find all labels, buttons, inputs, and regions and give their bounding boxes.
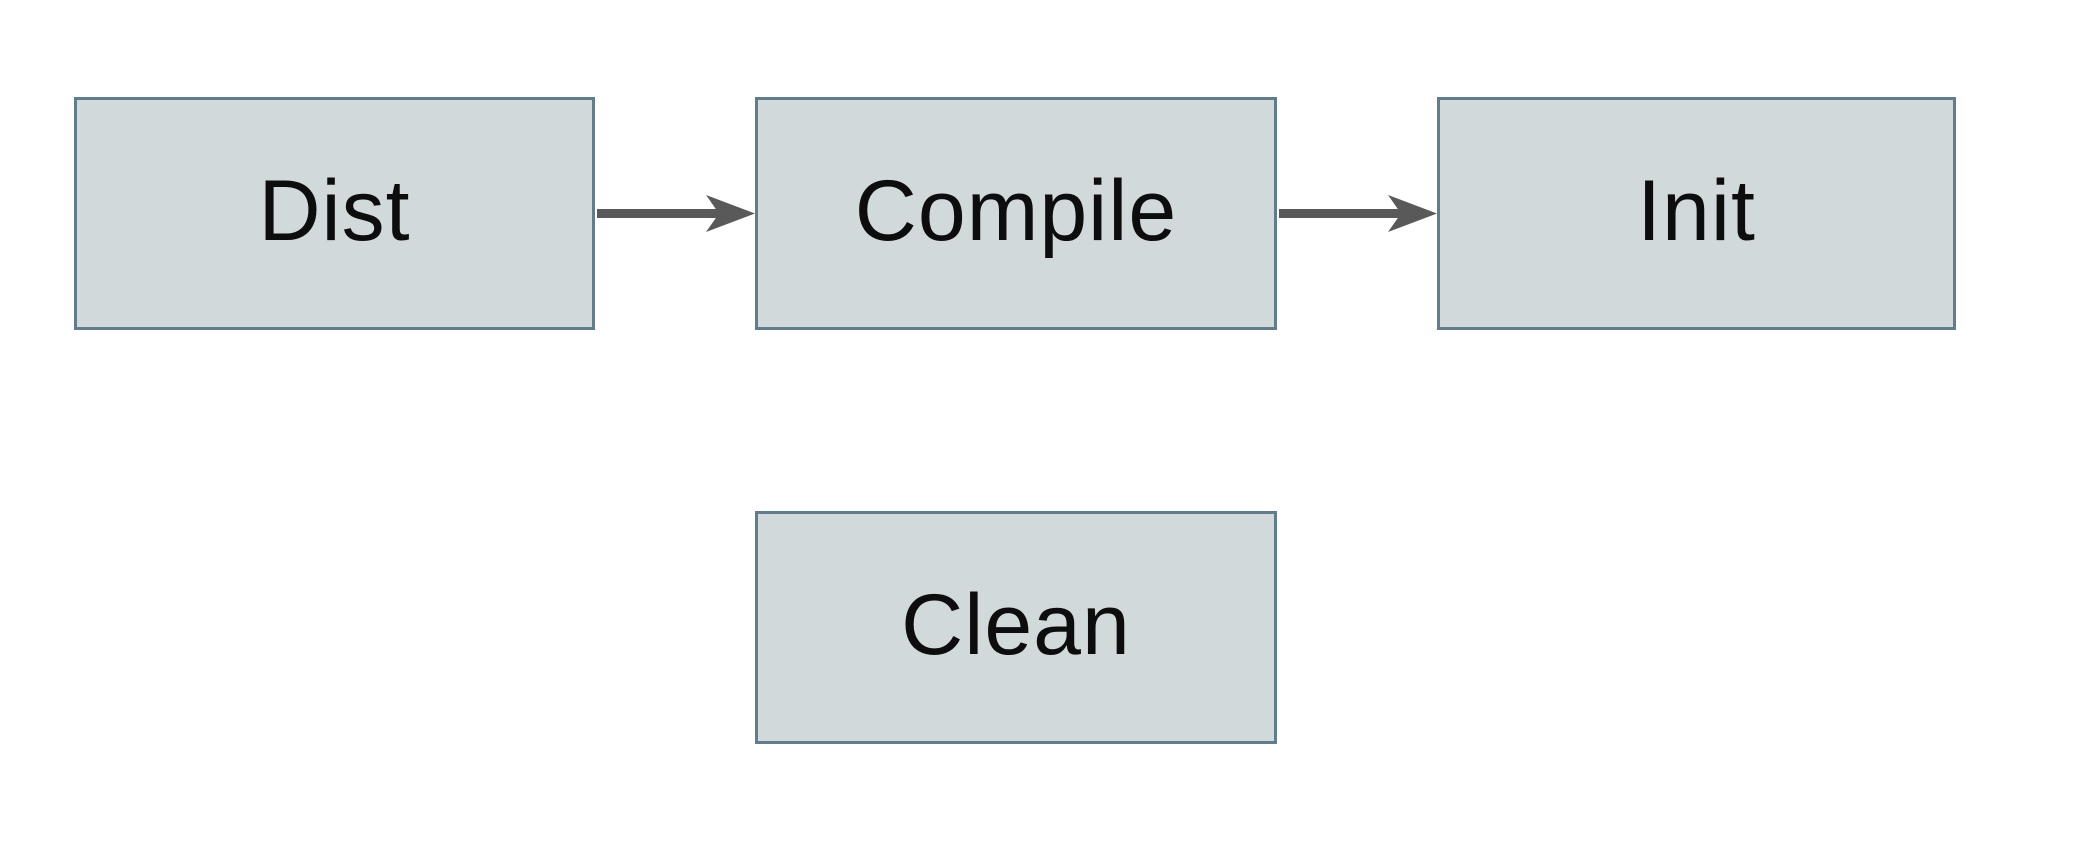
edge-dist-compile-arrow [597,195,755,232]
node-compile: Compile [755,97,1277,330]
node-dist: Dist [74,97,595,330]
node-init: Init [1437,97,1956,330]
node-clean: Clean [755,511,1277,744]
node-init-label: Init [1637,162,1756,259]
node-clean-label: Clean [901,576,1131,673]
node-compile-label: Compile [854,162,1178,259]
edge-compile-init-arrow [1279,195,1437,232]
node-dist-label: Dist [258,162,411,259]
